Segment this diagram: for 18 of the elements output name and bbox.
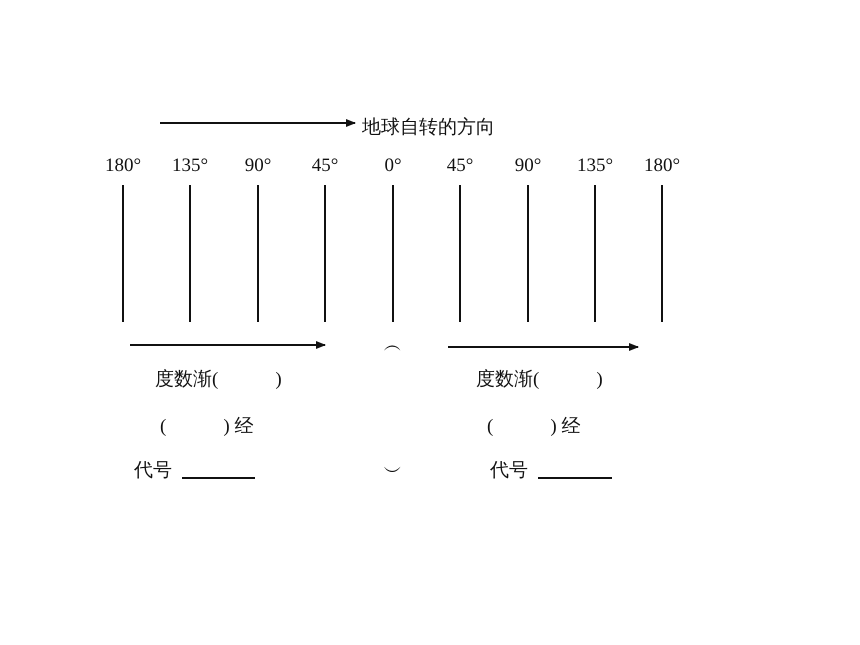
question-text: 度数渐( ) bbox=[155, 369, 282, 391]
degree-label: 45° bbox=[446, 155, 474, 177]
degree-label: 90° bbox=[244, 155, 272, 177]
degree-label: 135° bbox=[172, 155, 208, 177]
degree-label: 180° bbox=[104, 155, 142, 177]
question-text: 代号 bbox=[134, 460, 172, 482]
question-text: 代号 bbox=[490, 460, 528, 482]
degree-label: 135° bbox=[576, 155, 614, 177]
degree-label: 90° bbox=[514, 155, 542, 177]
degree-label: 45° bbox=[312, 155, 338, 177]
bracket-mark: ︵ bbox=[384, 335, 402, 357]
caption-text: 地球自转的方向 bbox=[362, 117, 495, 139]
question-text: ( ) 经 bbox=[160, 416, 254, 438]
degree-label: 180° bbox=[644, 155, 680, 177]
bracket-mark: ︶ bbox=[384, 462, 402, 484]
question-text: ( ) 经 bbox=[487, 416, 580, 438]
question-text: 度数渐( ) bbox=[476, 369, 603, 391]
degree-label: 0° bbox=[384, 155, 402, 177]
